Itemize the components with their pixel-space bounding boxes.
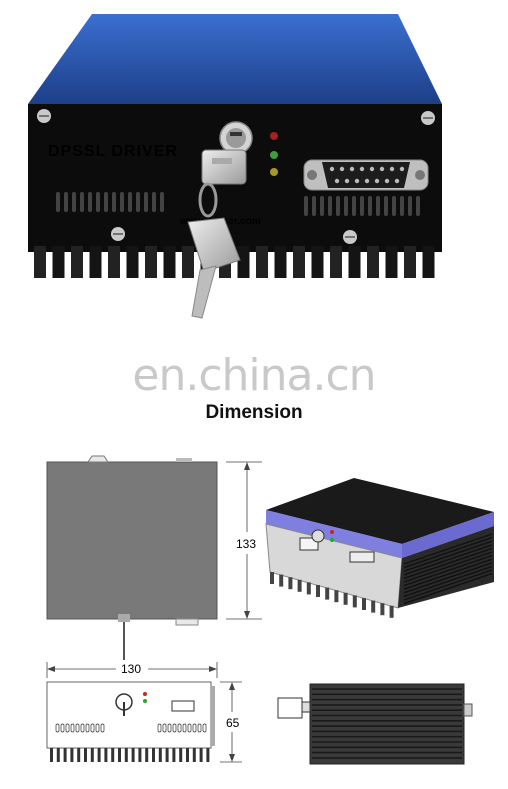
width-dimension-label: 130: [121, 662, 141, 676]
vent-slots-right: [304, 196, 420, 216]
isometric-view-drawing: [265, 478, 494, 618]
depth-dimension: [220, 681, 242, 763]
product-label: DPSSL DRIVER: [48, 143, 178, 160]
height-dimension-label: 133: [236, 537, 256, 551]
dimension-drawings: 133 130: [46, 455, 494, 765]
key-icon[interactable]: [187, 149, 247, 319]
led-icon: [270, 132, 278, 176]
depth-dimension-label: 65: [226, 716, 240, 730]
screw-icon: [37, 109, 435, 244]
heatsink-fins: [34, 246, 435, 278]
top-view-drawing: [46, 455, 218, 660]
height-dimension: [226, 461, 262, 620]
vent-slots-left: [56, 192, 164, 212]
dimension-heading: Dimension: [205, 402, 303, 423]
front-view-drawing: [46, 681, 215, 762]
product-photo: DPSSL DRIVER www.∙nlaser.com: [28, 14, 442, 319]
side-view-drawing: [277, 683, 473, 765]
width-dimension: [46, 662, 218, 678]
watermark: en.china.cn: [132, 350, 376, 401]
db15-connector-icon[interactable]: [303, 159, 429, 191]
enclosure-top: [28, 14, 442, 104]
keyswitch-icon[interactable]: [219, 121, 253, 155]
